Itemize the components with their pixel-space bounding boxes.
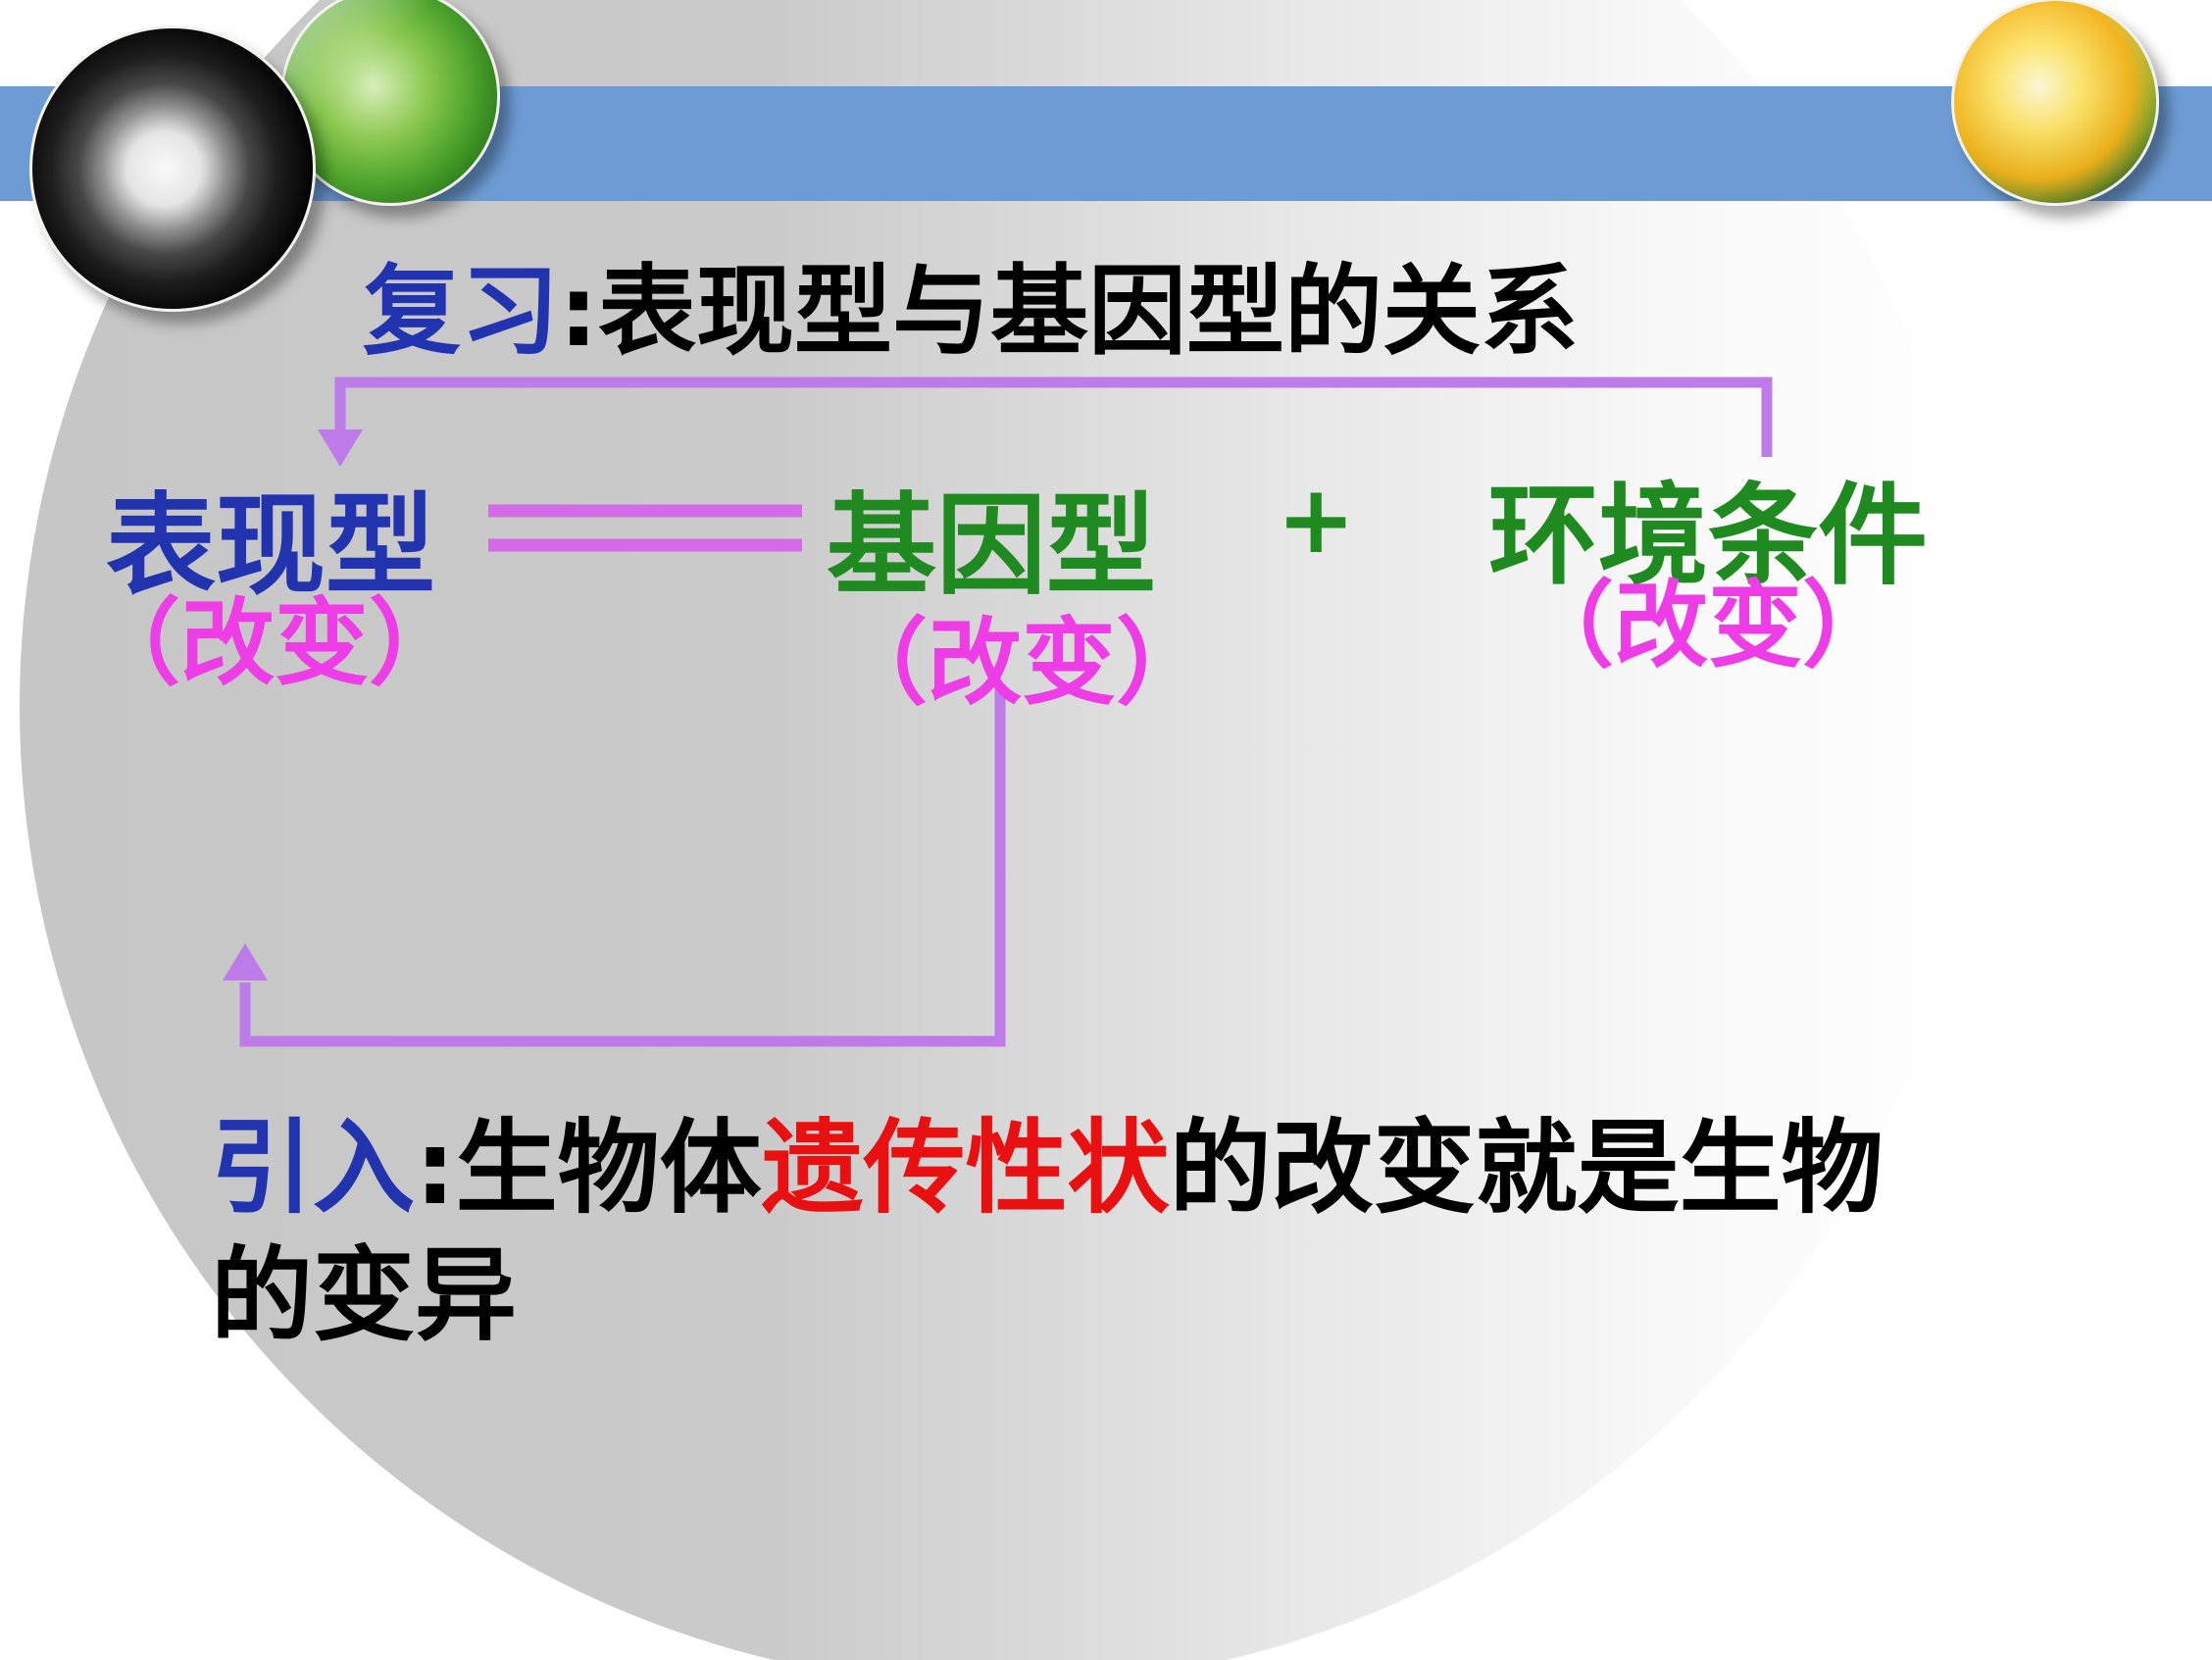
intro-label: 引入 (211, 1108, 416, 1228)
dandelion-image (29, 25, 316, 312)
intro-pre: 生物体 (455, 1108, 762, 1228)
genotype-label: 基因型 (827, 482, 1156, 610)
review-title-label: 复习 (363, 254, 559, 369)
intro-text: 引入:生物体遗传性状的改变就是生物的变异 (211, 1104, 1897, 1359)
intro-highlight: 遗传性状 (761, 1108, 1170, 1228)
intro-separator: : (415, 1108, 456, 1228)
intro-post: 的改变就是生物的变异 (211, 1108, 1884, 1355)
phenotype-change-label: （改变） (86, 588, 463, 698)
plus-sign: + (1277, 465, 1356, 575)
review-title-text: 表现型与基因型的关系 (598, 254, 1579, 369)
phenotype-label: 表现型 (106, 482, 435, 610)
environment-label: 环境条件 (1488, 473, 1928, 600)
yellow-flower-image (1951, 0, 2159, 206)
review-title-separator: : (559, 254, 598, 369)
review-title: 复习:表现型与基因型的关系 (363, 231, 1579, 374)
environment-change-label: （改变） (1520, 571, 1896, 680)
genotype-change-label: （改变） (833, 608, 1210, 718)
